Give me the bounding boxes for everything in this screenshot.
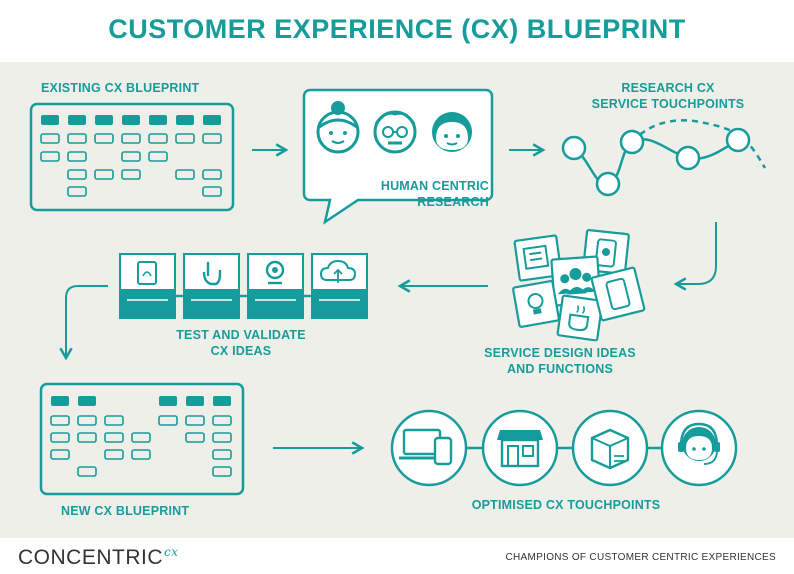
label-human-research: HUMAN CENTRIC RESEARCH [345, 178, 489, 210]
label-human-research-line1: HUMAN CENTRIC [380, 179, 489, 193]
arrow-curve-down [59, 285, 108, 361]
coffee-card-icon [556, 294, 604, 342]
label-human-research-line2: RESEARCH [417, 195, 489, 209]
label-new-blueprint: NEW CX BLUEPRINT [61, 504, 190, 518]
human-research-bubble [302, 88, 494, 225]
label-research-line1: RESEARCH CX [621, 81, 715, 95]
label-existing-blueprint: EXISTING CX BLUEPRINT [41, 81, 200, 95]
storefront-icon [481, 409, 559, 487]
smartphone-card-icon [590, 266, 646, 322]
headset-agent-icon [660, 409, 738, 487]
tablet-test-card [119, 253, 176, 319]
cloud-upload-test-card [311, 253, 368, 319]
man-glasses-face-icon [373, 110, 417, 154]
devices-icon [390, 409, 468, 487]
label-optimised-touchpoints: OPTIMISED CX TOUCHPOINTS [471, 498, 661, 512]
new-blueprint-icon [39, 382, 245, 496]
webcam-test-card [247, 253, 304, 319]
child-face-icon [432, 112, 472, 152]
label-research-touchpoints: RESEARCH CX SERVICE TOUCHPOINTS [560, 80, 776, 112]
page-title: CUSTOMER EXPERIENCE (CX) BLUEPRINT [108, 14, 686, 44]
label-service-design: SERVICE DESIGN IDEAS AND FUNCTIONS [466, 345, 654, 377]
label-test-validate: TEST AND VALIDATE CX IDEAS [150, 327, 332, 359]
optimised-touchpoints [390, 409, 738, 487]
service-ideas-cards [512, 229, 646, 342]
note-card-icon [513, 234, 563, 282]
lightbulb-card-icon [512, 280, 560, 328]
woman-face-icon [316, 101, 360, 154]
existing-blueprint-icon [29, 102, 235, 212]
brand-name: CONCENTRIC [18, 546, 163, 569]
brand-tagline: CHAMPIONS OF CUSTOMER CENTRIC EXPERIENCE… [505, 552, 776, 563]
label-service-line2: AND FUNCTIONS [506, 362, 614, 376]
touchpoint-journey-icon [561, 119, 767, 197]
test-validate-cards [119, 253, 368, 319]
footer: CONCENTRICcx CHAMPIONS OF CUSTOMER CENTR… [0, 538, 794, 574]
brand-suffix: cx [164, 545, 179, 559]
label-test-line2: CX IDEAS [210, 344, 272, 358]
arrow-curve-down-left [673, 222, 717, 291]
brand-logo: CONCENTRICcx [18, 545, 179, 570]
label-test-line1: TEST AND VALIDATE [176, 328, 306, 342]
header: CUSTOMER EXPERIENCE (CX) BLUEPRINT [0, 0, 794, 62]
touch-test-card [183, 253, 240, 319]
package-box-icon [571, 409, 649, 487]
label-service-line1: SERVICE DESIGN IDEAS [484, 346, 636, 360]
label-research-line2: SERVICE TOUCHPOINTS [591, 97, 745, 111]
